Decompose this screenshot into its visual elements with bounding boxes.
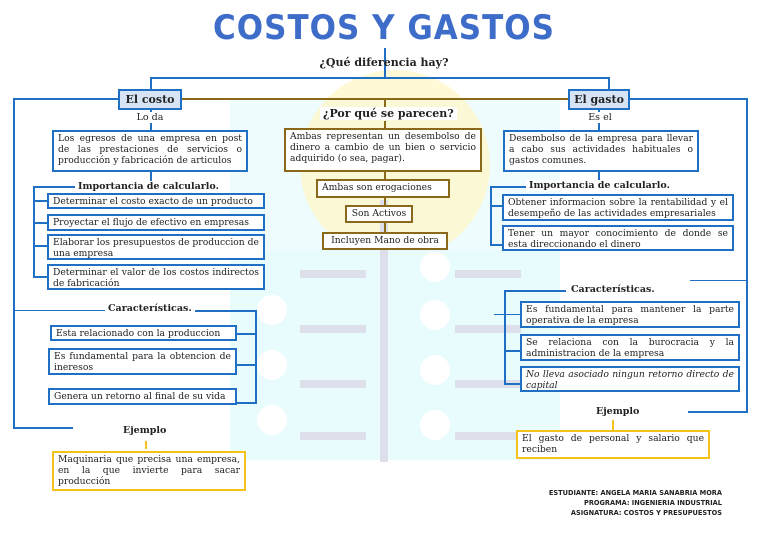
connector-line bbox=[490, 186, 526, 188]
connector-line bbox=[237, 402, 257, 404]
watermark-bar bbox=[455, 432, 521, 440]
connector-line bbox=[195, 310, 257, 312]
costo-characteristic-item: Es fundamental para la obtencion de iner… bbox=[48, 348, 237, 375]
page-title: COSTOS Y GASTOS bbox=[213, 8, 555, 48]
connector-line bbox=[150, 77, 610, 79]
connector-line bbox=[150, 172, 152, 184]
connector-line bbox=[612, 420, 614, 430]
connector-line bbox=[13, 310, 105, 311]
gasto-characteristic-item: Se relaciona con la burocracia y la admi… bbox=[520, 334, 740, 361]
watermark-bar bbox=[455, 270, 521, 278]
similarity-description: Ambas representan un desembolso de diner… bbox=[284, 128, 482, 172]
connector-line bbox=[13, 98, 15, 428]
student-name: ESTUDIANTE: ANGELA MARIA SANABRIA MORA bbox=[548, 489, 722, 497]
gasto-example: El gasto de personal y salario que recib… bbox=[516, 430, 710, 459]
connector-line bbox=[13, 427, 73, 429]
connector-line bbox=[490, 186, 492, 246]
similarity-item: Son Activos bbox=[345, 205, 413, 223]
watermark-dot bbox=[257, 350, 287, 380]
costo-link-label: Lo da bbox=[130, 112, 170, 123]
watermark-dot bbox=[420, 252, 450, 282]
gasto-importance-item: Tener un mayor conocimiento de donde se … bbox=[502, 225, 734, 251]
connector-line bbox=[33, 186, 77, 188]
gasto-characteristic-item: Es fundamental para mantener la parte op… bbox=[520, 301, 740, 328]
watermark-dot bbox=[420, 355, 450, 385]
connector-line bbox=[145, 441, 147, 449]
connector-line bbox=[630, 98, 748, 100]
connector-line bbox=[384, 68, 386, 78]
costo-definition: Los egresos de una empresa en post de la… bbox=[52, 130, 248, 172]
gasto-importance-title: Importancia de calcularlo. bbox=[526, 180, 673, 191]
similarity-connector bbox=[384, 99, 386, 109]
costo-importance-title: Importancia de calcularlo. bbox=[75, 181, 222, 192]
connector-line bbox=[33, 222, 47, 224]
costo-characteristics-title: Características. bbox=[105, 303, 195, 314]
similarity-item: Incluyen Mano de obra bbox=[322, 232, 448, 250]
costo-importance-item: Determinar el costo exacto de un product… bbox=[47, 193, 265, 209]
gasto-definition: Desembolso de la empresa para llevar a c… bbox=[503, 130, 699, 172]
similarity-title: ¿Por qué se parecen? bbox=[320, 107, 457, 120]
connector-line bbox=[504, 383, 520, 385]
connector-line bbox=[490, 205, 502, 207]
costo-characteristic-item: Genera un retorno al final de su vida bbox=[48, 388, 237, 405]
connector-line bbox=[33, 200, 47, 202]
watermark-dot bbox=[257, 405, 287, 435]
diagram-question: ¿Qué diferencia hay? bbox=[319, 56, 449, 69]
gasto-characteristics-title: Características. bbox=[568, 284, 658, 295]
connector-line bbox=[598, 172, 600, 184]
connector-line bbox=[504, 350, 520, 352]
costo-importance-item: Determinar el valor de los costos indire… bbox=[47, 264, 265, 290]
costo-importance-item: Elaborar los presupuestos de produccion … bbox=[47, 234, 265, 260]
gasto-example-title: Ejemplo bbox=[593, 406, 643, 417]
watermark-bar bbox=[300, 270, 366, 278]
similarity-connector bbox=[384, 121, 386, 130]
connector-line bbox=[746, 98, 748, 413]
connector-line bbox=[608, 77, 610, 89]
connector-line bbox=[255, 310, 257, 404]
similarity-connector bbox=[182, 98, 582, 100]
subject-name: ASIGNATURA: COSTOS Y PRESUPUESTOS bbox=[570, 509, 722, 517]
watermark-bar bbox=[380, 200, 388, 462]
connector-line bbox=[690, 280, 748, 281]
gasto-importance-item: Obtener informacion sobre la rentabilida… bbox=[502, 194, 734, 221]
watermark-dot bbox=[420, 410, 450, 440]
watermark-dot bbox=[257, 295, 287, 325]
costo-characteristic-item: Esta relacionado con la produccion bbox=[50, 325, 237, 341]
watermark-bar bbox=[300, 432, 366, 440]
connector-line bbox=[490, 244, 502, 246]
costo-importance-item: Proyectar el flujo de efectivo en empres… bbox=[47, 214, 265, 231]
connector-line bbox=[150, 77, 152, 89]
connector-line bbox=[384, 48, 386, 70]
costo-header: El costo bbox=[118, 89, 182, 110]
connector-line bbox=[33, 245, 47, 247]
connector-line bbox=[504, 290, 566, 292]
program-name: PROGRAMA: INGENIERIA INDUSTRIAL bbox=[583, 499, 722, 507]
connector-line bbox=[33, 276, 47, 278]
similarity-item: Ambas son erogaciones bbox=[316, 179, 450, 198]
watermark-bar bbox=[455, 380, 521, 388]
connector-line bbox=[494, 314, 520, 315]
watermark-bar bbox=[455, 325, 521, 333]
connector-line bbox=[237, 333, 257, 335]
gasto-header: El gasto bbox=[568, 89, 630, 110]
watermark-bar bbox=[300, 380, 366, 388]
gasto-characteristic-item: No lleva asociado ningun retorno directo… bbox=[520, 366, 740, 392]
costo-example-title: Ejemplo bbox=[120, 425, 170, 436]
connector-line bbox=[13, 98, 118, 100]
connector-line bbox=[688, 411, 748, 413]
watermark-dot bbox=[420, 300, 450, 330]
connector-line bbox=[237, 364, 257, 366]
connector-line bbox=[504, 290, 506, 385]
connector-line bbox=[33, 186, 35, 278]
credits: ESTUDIANTE: ANGELA MARIA SANABRIA MORA P… bbox=[549, 488, 722, 518]
gasto-link-label: Es el bbox=[580, 112, 620, 123]
costo-example: Maquinaria que precisa una empresa, en l… bbox=[52, 451, 246, 491]
watermark-bar bbox=[300, 325, 366, 333]
